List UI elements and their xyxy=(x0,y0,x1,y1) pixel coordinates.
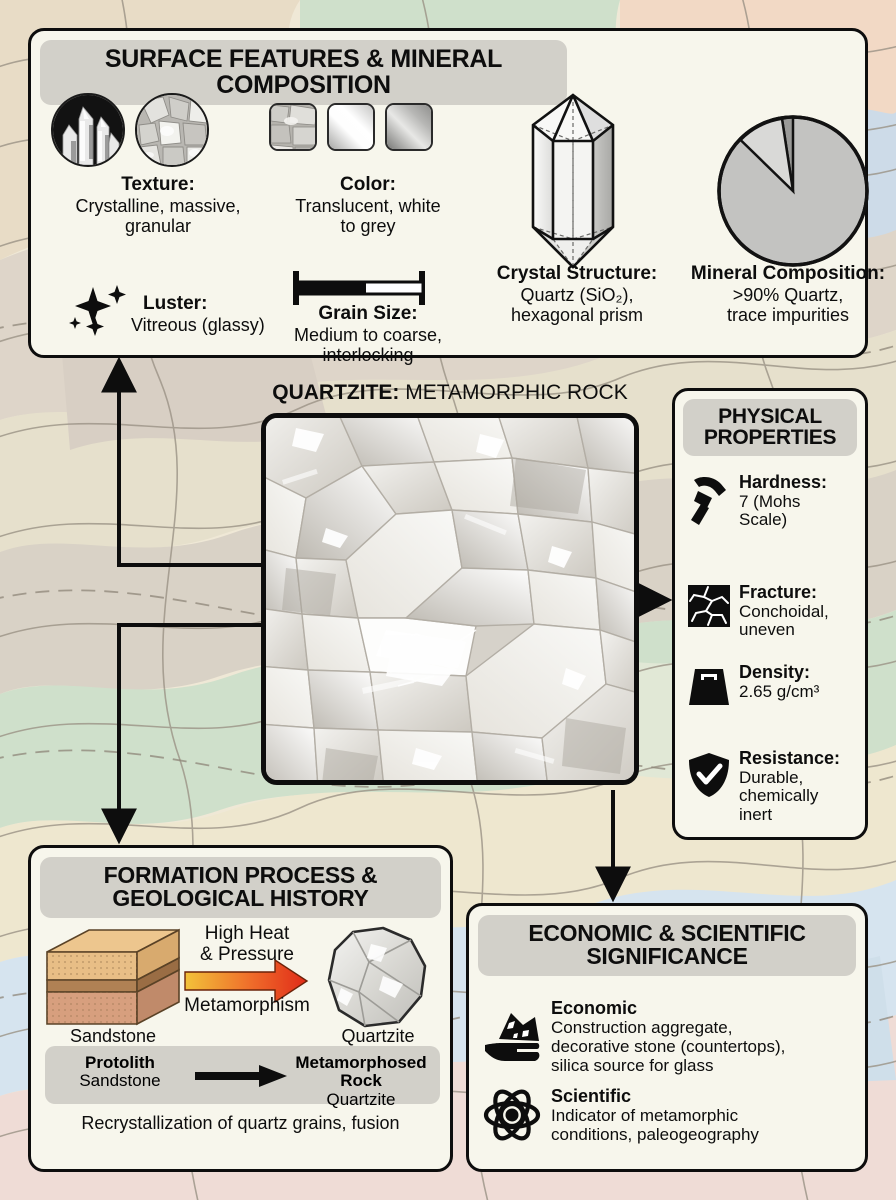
econ-scientific-text: Scientific Indicator of metamorphic cond… xyxy=(551,1086,759,1145)
surface-item-texture: Texture: Crystalline, massive, granular xyxy=(75,174,241,237)
panel-surface-features: SURFACE FEATURES & MINERAL COMPOSITION xyxy=(28,28,885,365)
metamorphism-arrow xyxy=(183,924,311,1036)
hand-holding-rock-icon xyxy=(483,998,541,1075)
hexagonal-prism-icon xyxy=(521,89,625,275)
shield-check-icon xyxy=(687,749,731,825)
physical-fracture-text: Fracture: Conchoidal, uneven xyxy=(739,582,829,640)
econ-item-scientific: Scientific Indicator of metamorphic cond… xyxy=(483,1086,859,1144)
surface-item-color: Color: Translucent, white to grey xyxy=(295,174,441,237)
physical-resistance-text: Resistance: Durable, chemically inert xyxy=(739,748,841,825)
arrow-label-bottom: Metamorphism xyxy=(184,995,310,1016)
crystal-cluster-circle-icon xyxy=(51,93,125,167)
color-swatch-white xyxy=(327,103,375,151)
protolith-arrow-icon xyxy=(195,1065,287,1087)
physical-item-density: Density: 2.65 g/cm³ xyxy=(687,662,863,709)
physical-item-fracture: Fracture: Conchoidal, uneven xyxy=(687,582,863,640)
color-swatch-grey xyxy=(385,103,433,151)
formation-left-caption: Sandstone xyxy=(69,1026,157,1046)
physical-item-resistance: Resistance: Durable, chemically inert xyxy=(687,748,863,825)
protolith-left: Protolith Sandstone xyxy=(79,1053,161,1091)
scale-icon xyxy=(687,663,731,709)
protolith-right: Metamorphosed Rock Quartzite xyxy=(295,1053,427,1109)
hammer-icon xyxy=(687,473,731,530)
mineral-composition-pie-chart xyxy=(713,111,873,271)
surface-item-mineral-composition: Mineral Composition: >90% Quartz, trace … xyxy=(690,263,886,326)
physical-density-text: Density: 2.65 g/cm³ xyxy=(739,662,820,701)
panel-formation-header: FORMATION PROCESS & GEOLOGICAL HISTORY xyxy=(40,857,441,918)
econ-item-economic: Economic Construction aggregate, decorat… xyxy=(483,998,859,1075)
page-title: QUARTZITE: METAMORPHIC ROCK xyxy=(190,381,710,405)
crack-icon xyxy=(687,583,731,640)
surface-item-crystal-structure: Crystal Structure: Quartz (SiO₂), hexago… xyxy=(496,263,658,326)
panel-econ-header: ECONOMIC & SCIENTIFIC SIGNIFICANCE xyxy=(478,915,856,976)
sandstone-block-icon xyxy=(45,924,181,1032)
physical-item-hardness: Hardness: 7 (Mohs Scale) xyxy=(687,472,863,530)
panel-economic-significance: ECONOMIC & SCIENTIFIC SIGNIFICANCE Econo… xyxy=(466,903,868,1172)
page-title-rest: METAMORPHIC ROCK xyxy=(399,381,628,404)
arrow-label-top: High Heat & Pressure xyxy=(200,923,294,965)
physical-hardness-text: Hardness: 7 (Mohs Scale) xyxy=(739,472,828,530)
econ-economic-text: Economic Construction aggregate, decorat… xyxy=(551,998,786,1076)
color-swatch-granular xyxy=(269,103,317,151)
granular-texture-circle-icon xyxy=(135,93,209,167)
formation-note: Recrystallization of quartz grains, fusi… xyxy=(81,1113,400,1133)
page-title-bold: QUARTZITE: xyxy=(272,381,400,404)
formation-right-caption: Quartzite xyxy=(341,1026,415,1046)
sparkle-icon xyxy=(69,283,135,339)
quartzite-rock-icon xyxy=(325,926,431,1030)
panel-formation-process: FORMATION PROCESS & GEOLOGICAL HISTORY xyxy=(28,845,453,1172)
grain-gauge-icon xyxy=(289,271,429,305)
panel-physical-properties: PHYSICAL PROPERTIES Hardness: 7 (Mohs Sc… xyxy=(672,388,868,840)
atom-icon xyxy=(483,1086,541,1144)
protolith-band: Protolith Sandstone Metamorphosed Rock Q… xyxy=(45,1046,440,1108)
surface-item-grain-size: Grain Size: Medium to coarse, interlocki… xyxy=(293,303,443,366)
panel-physical-header: PHYSICAL PROPERTIES xyxy=(683,399,857,456)
panel-surface-header: SURFACE FEATURES & MINERAL COMPOSITION xyxy=(40,40,567,105)
surface-item-luster: Luster: Vitreous (glassy) xyxy=(131,293,265,335)
quartzite-hero-image xyxy=(261,413,639,785)
